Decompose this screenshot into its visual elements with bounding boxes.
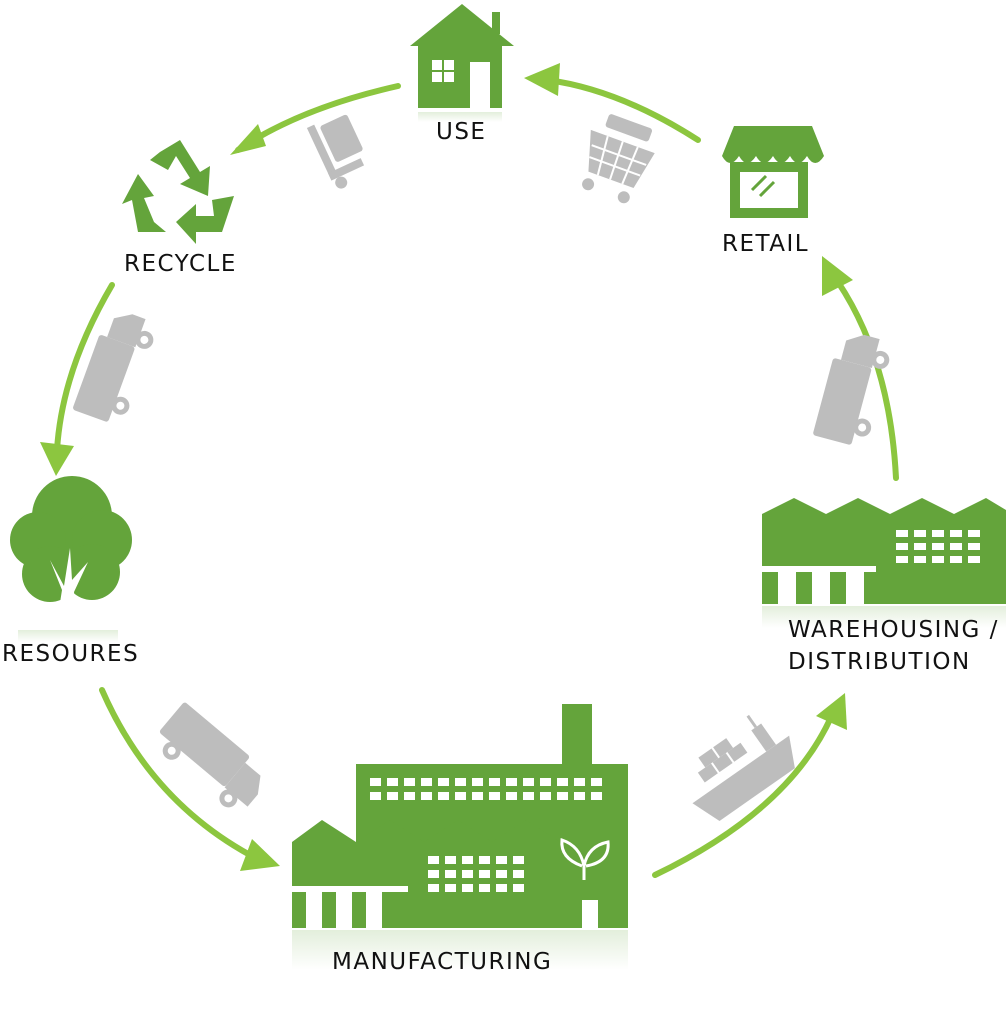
- arrowhead-resources: [40, 442, 74, 476]
- label-warehousing-line1: WAREHOUSING /: [788, 617, 999, 643]
- label-manufacturing: MANUFACTURING: [332, 949, 553, 975]
- arrow-warehousing-to-retail: [835, 279, 899, 481]
- arrowhead-recycle: [230, 124, 266, 155]
- arrow-retail-to-use: [545, 77, 701, 143]
- arrow-recycle-to-resources: [54, 282, 115, 453]
- label-retail: RETAIL: [722, 231, 810, 257]
- shopping-cart-icon: [582, 114, 655, 204]
- arrowhead-manufacturing: [240, 839, 280, 871]
- store-icon: [722, 126, 824, 218]
- leaf-icon: [560, 837, 610, 880]
- arrowhead-use: [524, 63, 560, 96]
- arrow-manufacturing-to-warehousing: [652, 712, 835, 878]
- house-icon: [410, 4, 514, 122]
- label-recycle: RECYCLE: [124, 251, 237, 277]
- label-warehousing-line2: DISTRIBUTION: [788, 649, 971, 675]
- hand-truck-icon: [306, 114, 365, 189]
- arrowhead-retail: [822, 256, 853, 296]
- factory-windows: [292, 778, 602, 928]
- delivery-truck-icon: [73, 314, 154, 422]
- factory-icon: [292, 704, 628, 970]
- arrowhead-warehousing: [816, 693, 847, 730]
- warehouse-icon: [762, 498, 1006, 628]
- arrow-resources-to-manufacturing: [99, 687, 253, 858]
- cycle-arrows: [40, 63, 899, 878]
- delivery-truck-icon: [813, 334, 890, 445]
- label-use: USE: [436, 119, 487, 145]
- tree-icon: [10, 476, 132, 642]
- label-resources: RESOURES: [2, 641, 140, 667]
- cargo-ship-icon: [692, 714, 795, 821]
- delivery-truck-icon: [159, 702, 261, 808]
- recycle-icon: [122, 140, 234, 244]
